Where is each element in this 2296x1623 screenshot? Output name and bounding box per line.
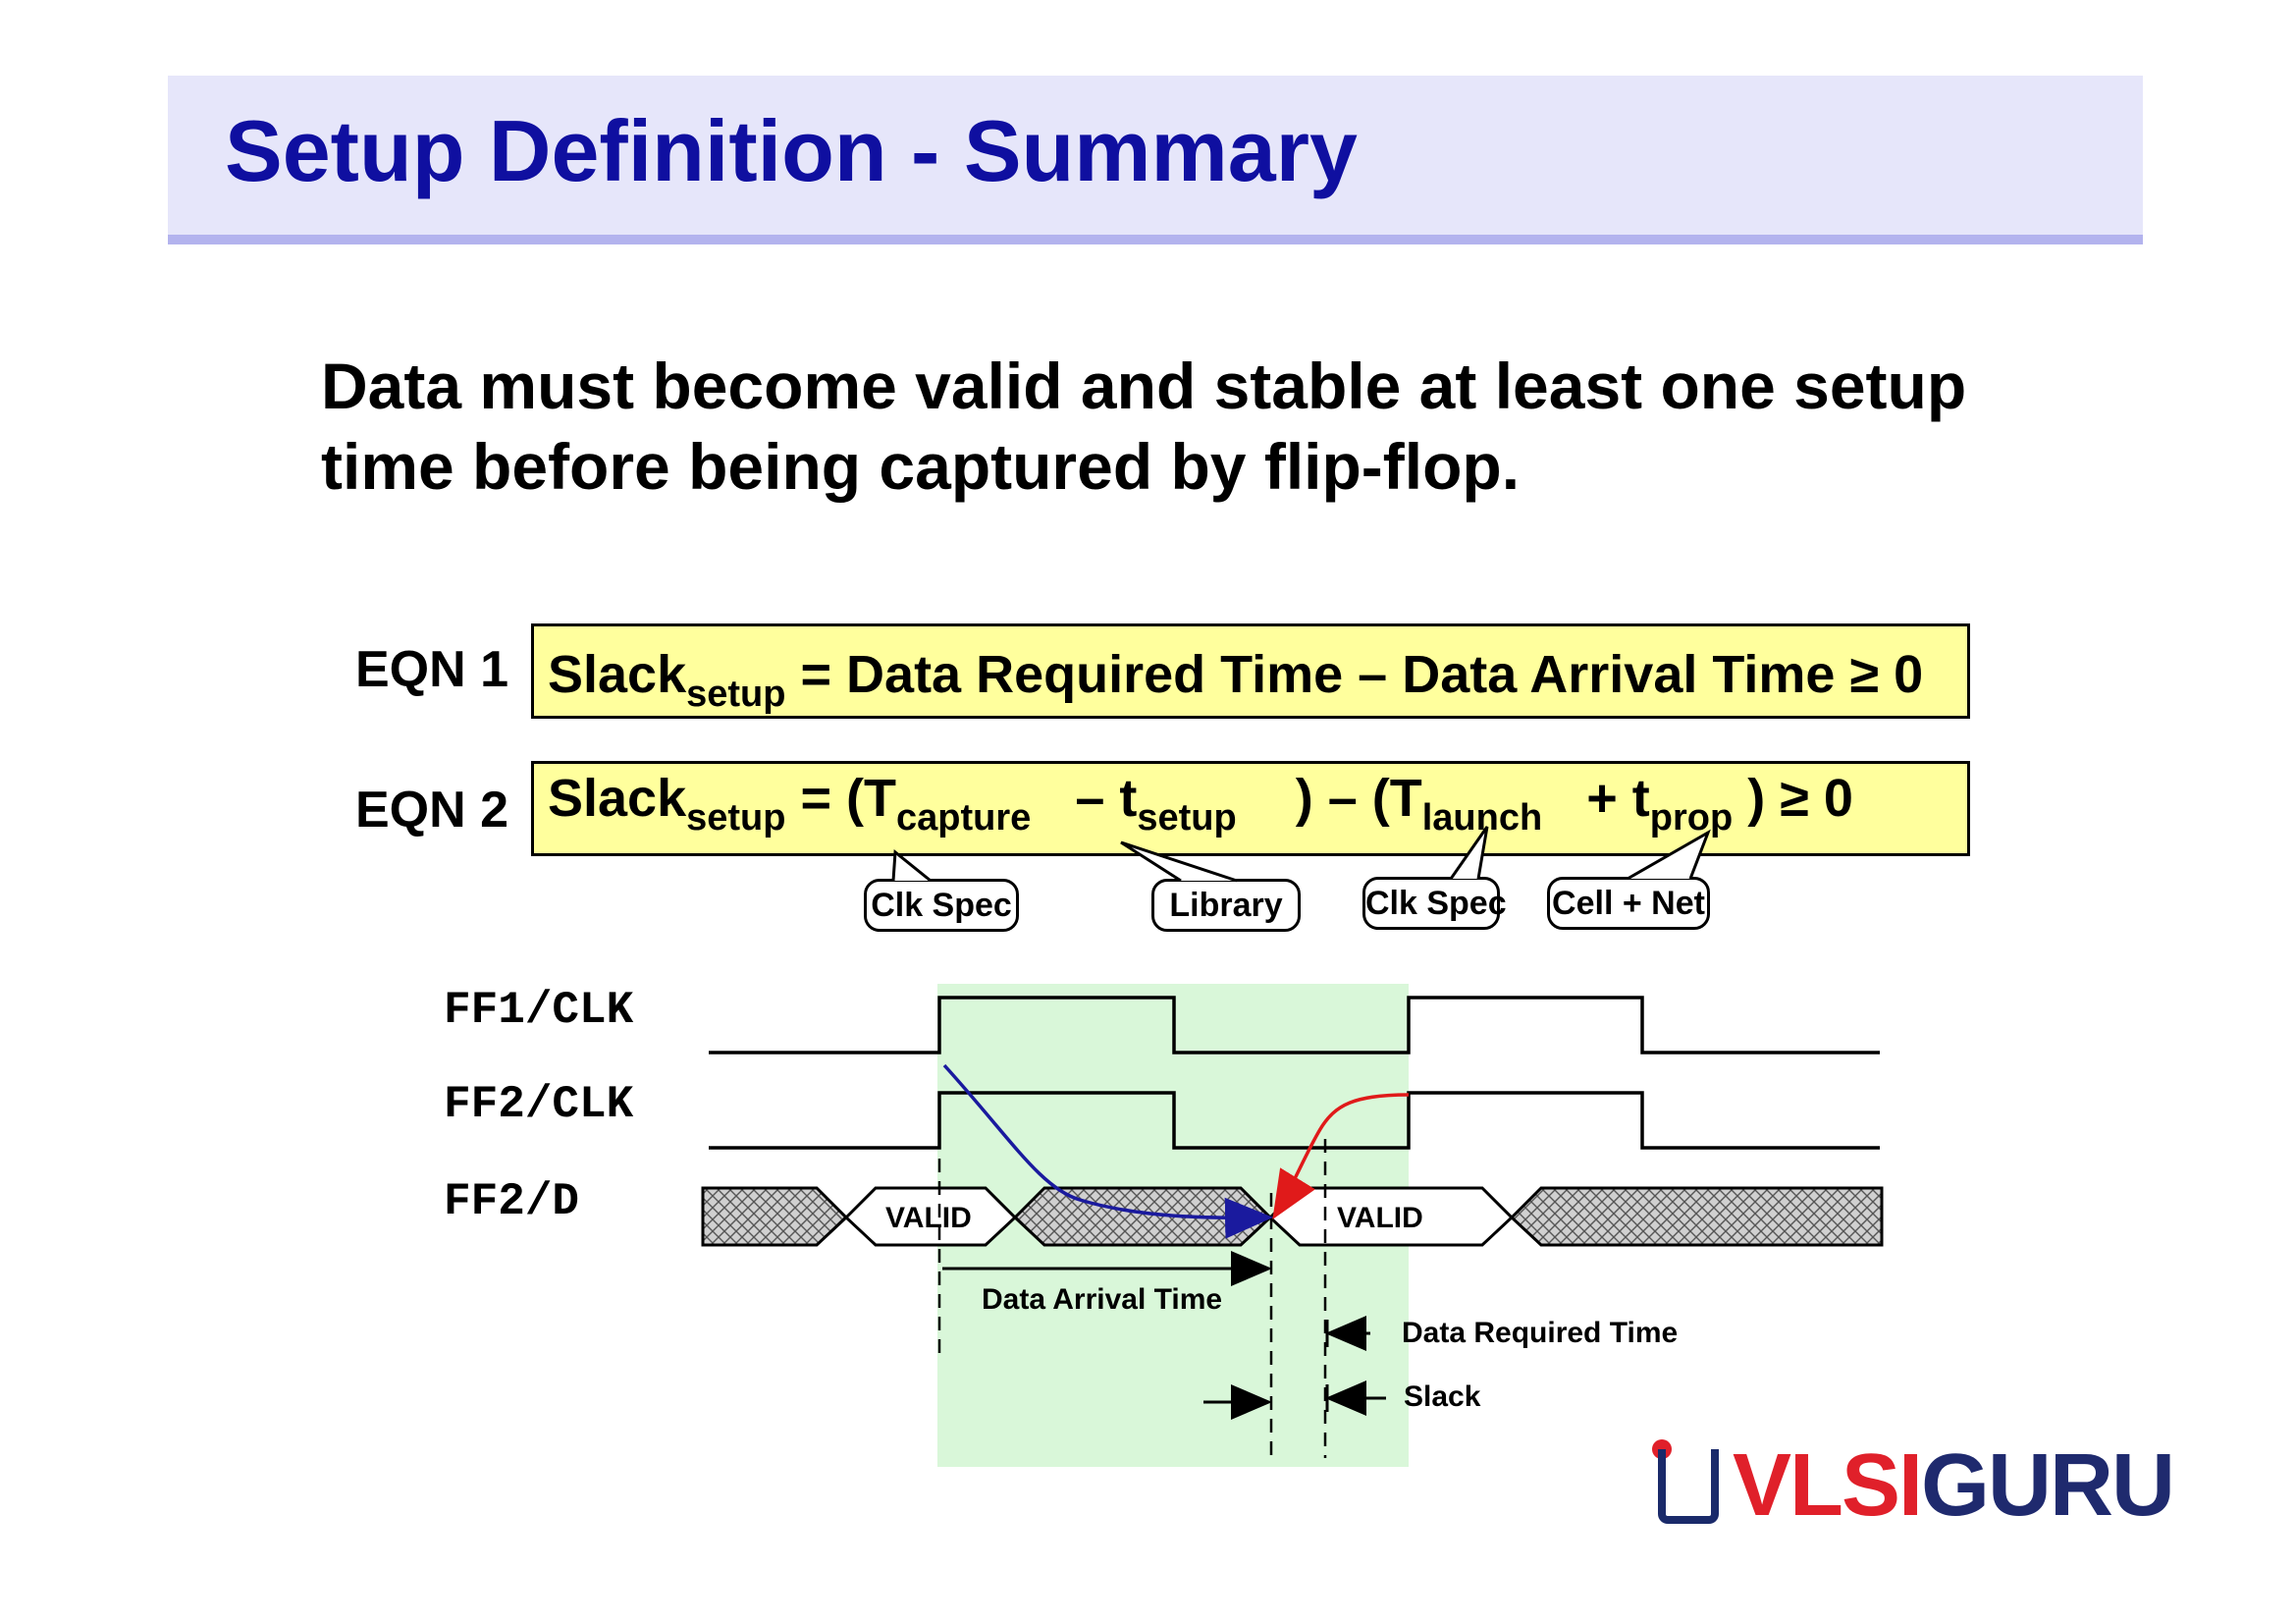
pointer-capture: [891, 849, 932, 883]
callout-cell-net: Cell + Net: [1547, 877, 1710, 930]
eqn2-close: ) ≥ 0: [1747, 769, 1853, 828]
eqn2-slack: Slack: [548, 769, 687, 828]
label-slack: Slack: [1404, 1380, 1481, 1413]
eqn2-prop-sub: prop: [1649, 797, 1734, 839]
logo-icon: [1658, 1449, 1719, 1524]
waveform-ff1-clk: [709, 996, 1880, 1055]
logo-text: VLSIGURU: [1733, 1435, 2175, 1537]
signal-ff2-clk: FF2/CLK: [444, 1079, 634, 1130]
intro-statement: Data must become valid and stable at lea…: [321, 350, 1967, 503]
eqn2-plus: + t: [1586, 769, 1650, 828]
page-title: Setup Definition - Summary: [225, 102, 1358, 199]
eqn2-box: Slacksetup = (Tcapture – tsetup ) – (Tla…: [531, 761, 1970, 856]
signal-ff2-d: FF2/D: [444, 1176, 580, 1227]
eqn2-text: Slacksetup = (Tcapture – tsetup ) – (Tla…: [548, 768, 1853, 839]
callout-clk-spec-capture: Clk Spec: [864, 879, 1019, 932]
eqn2-open: = (T: [800, 769, 897, 828]
eqn2-slack-sub: setup: [686, 797, 786, 839]
pointer-setup: [1120, 840, 1238, 883]
label-valid-1: VALID: [885, 1202, 972, 1234]
callout-library: Library: [1151, 879, 1301, 932]
eqn1-label: EQN 1: [355, 641, 509, 698]
logo-text-guru: GURU: [1921, 1436, 2175, 1535]
title-bar: Setup Definition - Summary: [168, 76, 2143, 244]
waveform-ff2-clk: [709, 1091, 1880, 1150]
eqn1-slack-sub: setup: [686, 674, 786, 715]
label-data-required: Data Required Time: [1402, 1317, 1678, 1349]
signal-ff1-clk: FF1/CLK: [444, 985, 634, 1036]
eqn1-box: Slacksetup = Data Required Time – Data A…: [531, 623, 1970, 719]
eqn2-mid: ) – (T: [1295, 769, 1422, 828]
eqn1-rhs: = Data Required Time – Data Arrival Time…: [800, 645, 1924, 704]
bus-invalid-2: [1509, 1186, 1884, 1247]
capture-path-curve: [1272, 1093, 1410, 1219]
eqn1-text: Slacksetup = Data Required Time – Data A…: [548, 644, 1923, 716]
eqn2-capture-sub: capture: [896, 797, 1032, 839]
pointer-prop: [1627, 829, 1711, 881]
label-data-arrival: Data Arrival Time: [982, 1283, 1222, 1316]
pointer-launch: [1449, 826, 1489, 880]
eqn2-setup-sub: setup: [1137, 797, 1237, 839]
logo-text-vlsi: VLSI: [1733, 1436, 1923, 1535]
callout-clk-spec-launch: Clk Spec: [1362, 877, 1507, 930]
eqn1-slack: Slack: [548, 645, 687, 704]
launch-path-curve: [942, 1063, 1273, 1239]
bus-invalid-1: [701, 1186, 849, 1247]
eqn2-label: EQN 2: [355, 782, 509, 839]
eqn2-minus: – t: [1075, 769, 1138, 828]
label-valid-2: VALID: [1337, 1202, 1423, 1234]
callout-pointers: [891, 826, 1711, 883]
